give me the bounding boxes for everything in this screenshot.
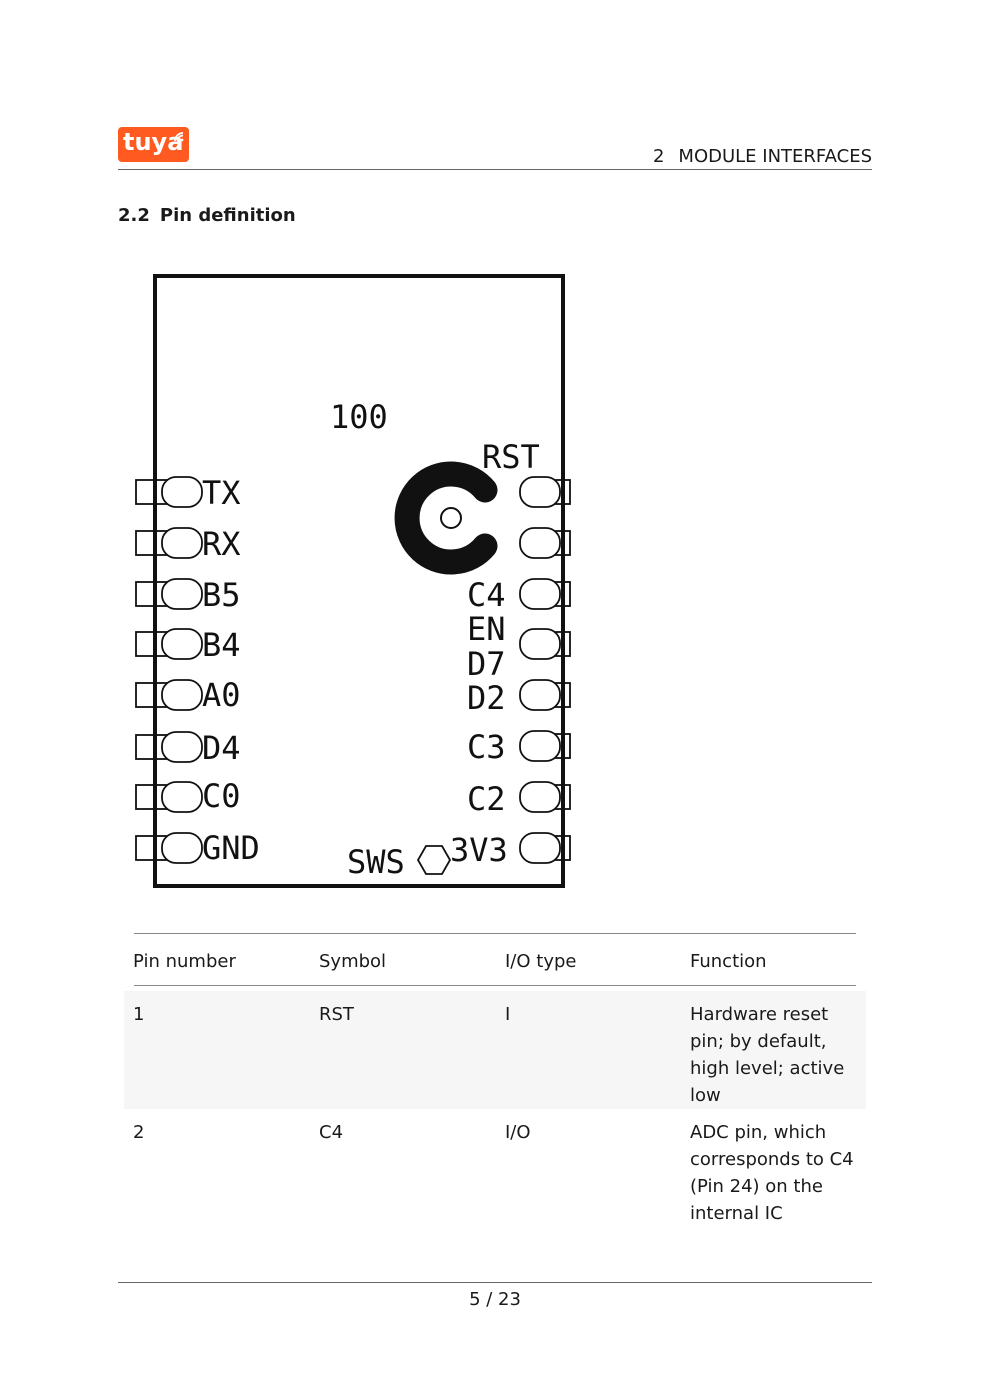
pin-label-right: C2 xyxy=(467,780,506,818)
cell-io: I xyxy=(505,1004,511,1025)
pin-pad xyxy=(519,476,571,508)
pin-label-left: B5 xyxy=(202,576,241,614)
function-line: corresponds to C4 xyxy=(690,1149,854,1170)
table-row: 1 RST I Hardware reset pin; by default, … xyxy=(124,991,866,1109)
section-heading: 2.2 Pin definition xyxy=(118,205,296,226)
cell-pin: 1 xyxy=(133,1004,145,1025)
footer-divider xyxy=(118,1282,872,1283)
pin-label-left: RX xyxy=(202,525,241,563)
pin-label-left: TX xyxy=(202,474,241,512)
pin-label-right: D2 xyxy=(467,679,506,717)
cell-symbol: C4 xyxy=(319,1122,344,1143)
module-outline xyxy=(153,274,565,888)
function-line: ADC pin, which xyxy=(690,1122,827,1143)
function-line: low xyxy=(690,1085,721,1106)
header-section-title: MODULE INTERFACES xyxy=(678,146,872,167)
function-line: internal IC xyxy=(690,1203,783,1224)
cell-symbol: RST xyxy=(319,1004,354,1025)
pin-label-right: RST xyxy=(482,438,540,476)
pin-label-left: B4 xyxy=(202,626,241,664)
pin-pad xyxy=(135,731,203,763)
function-line: Hardware reset xyxy=(690,1004,829,1025)
pin-pad xyxy=(519,527,571,559)
function-line: pin; by default, xyxy=(690,1031,827,1052)
pin-label-bottom: SWS xyxy=(347,843,405,881)
function-line: high level; active xyxy=(690,1058,845,1079)
sws-pad xyxy=(416,845,452,875)
cell-io: I/O xyxy=(505,1122,531,1143)
running-header: 2 MODULE INTERFACES xyxy=(653,146,872,167)
pin-pad xyxy=(519,781,571,813)
pin-pad xyxy=(519,832,571,864)
table-row: 2 C4 I/O ADC pin, which corresponds to C… xyxy=(124,1109,866,1227)
module-label: 100 xyxy=(330,398,388,436)
page-number: 5 / 23 xyxy=(469,1289,521,1310)
pin-pad xyxy=(135,628,203,660)
wifi-icon xyxy=(174,132,184,142)
pin-pad xyxy=(519,679,571,711)
pin-pad xyxy=(519,578,571,610)
pin-pad xyxy=(135,832,203,864)
table-top-rule xyxy=(134,933,856,934)
pin-label-left: A0 xyxy=(202,676,241,714)
pin-pad xyxy=(135,781,203,813)
tuya-logo: tuya xyxy=(118,127,189,162)
cell-function: Hardware reset pin; by default, high lev… xyxy=(690,1001,860,1109)
column-header: Function xyxy=(690,951,767,972)
pin-label-right: C3 xyxy=(467,728,506,766)
section-number: 2.2 xyxy=(118,205,150,226)
table-header-rule xyxy=(134,985,856,986)
pin-diagram: 100 TX RX B5 B4 A0 D4 C0 GND RST C4 EN D… xyxy=(135,274,571,888)
pin-label-left: GND xyxy=(202,829,260,867)
pin-pad xyxy=(519,730,571,762)
column-header: I/O type xyxy=(505,951,577,972)
cell-pin: 2 xyxy=(133,1122,145,1143)
pin-pad xyxy=(135,527,203,559)
pin-label-right: D7 xyxy=(467,645,506,683)
pin-pad xyxy=(135,578,203,610)
logo-text: tuya xyxy=(123,128,184,156)
pin-label-left: C0 xyxy=(202,777,241,815)
pin-pad xyxy=(135,476,203,508)
pin-label-right: EN xyxy=(467,610,506,648)
pin-label-right: 3V3 xyxy=(450,831,508,869)
pin-label-right: C4 xyxy=(467,576,506,614)
antenna-c-icon xyxy=(394,461,498,575)
function-line: (Pin 24) on the xyxy=(690,1176,823,1197)
pin-label-left: D4 xyxy=(202,729,241,767)
section-title: Pin definition xyxy=(159,205,296,226)
pin-pad xyxy=(519,628,571,660)
column-header: Symbol xyxy=(319,951,387,972)
pin-pad xyxy=(135,679,203,711)
column-header: Pin number xyxy=(133,951,236,972)
cell-function: ADC pin, which corresponds to C4 (Pin 24… xyxy=(690,1119,860,1227)
header-divider xyxy=(118,169,872,170)
header-section-number: 2 xyxy=(652,146,665,167)
